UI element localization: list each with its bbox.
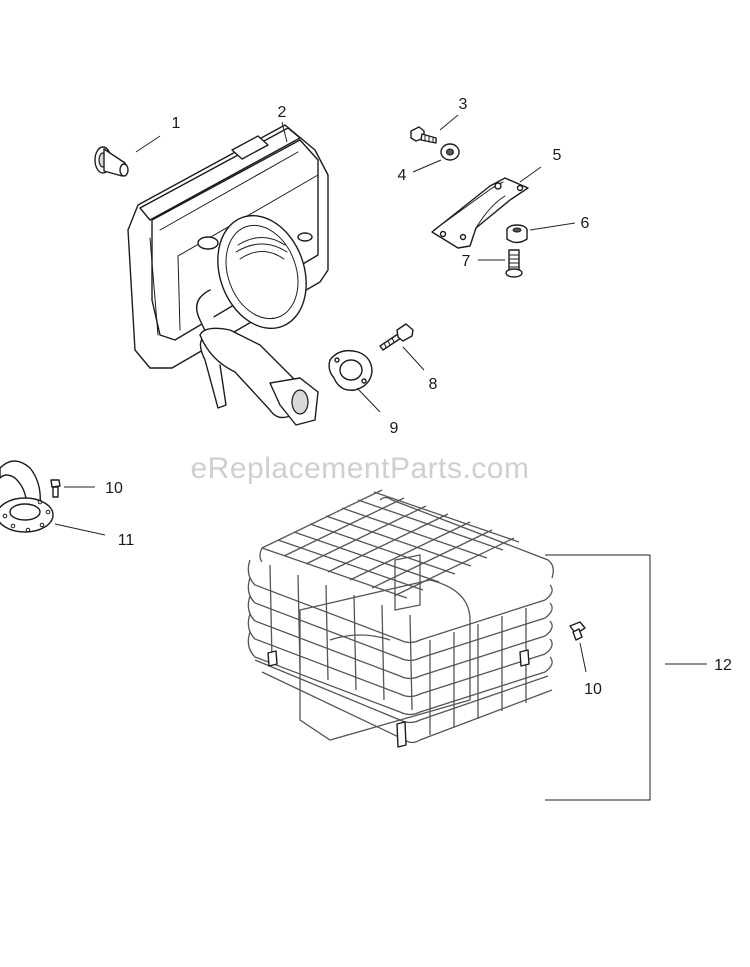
leader-3: [439, 114, 459, 131]
callout-2: 2: [278, 104, 287, 121]
callout-6: 6: [581, 215, 590, 232]
part-4-washer[interactable]: [440, 143, 460, 161]
part-11-exhaust-elbow[interactable]: [0, 460, 54, 533]
leader-10-lower: [579, 642, 587, 673]
leader-2: [281, 121, 288, 143]
callout-5: 5: [553, 147, 562, 164]
part-10-screw-lower[interactable]: [569, 621, 586, 641]
callout-1: 1: [172, 115, 181, 132]
callout-3: 3: [459, 96, 468, 113]
part-7-bolt[interactable]: [505, 249, 523, 278]
part-6-spacer[interactable]: [506, 224, 528, 244]
part-8-screw[interactable]: [379, 323, 414, 351]
callout-10-upper: 10: [105, 480, 123, 497]
part-5-bracket[interactable]: [431, 177, 529, 249]
callout-12: 12: [714, 657, 732, 674]
leader-11: [54, 523, 106, 536]
callout-7: 7: [462, 253, 471, 270]
part-1-tailpipe-tip[interactable]: [94, 146, 129, 177]
callout-11: 11: [118, 532, 135, 549]
callout-9: 9: [390, 420, 399, 437]
callout-8: 8: [429, 376, 438, 393]
leader-4: [412, 159, 442, 173]
leader-9: [356, 387, 381, 413]
callout-10-lower: 10: [584, 681, 602, 698]
part-10-screw-upper[interactable]: [50, 479, 61, 498]
part-12-heat-guard[interactable]: [247, 489, 554, 748]
callout-4: 4: [398, 167, 407, 184]
watermark-text: eReplacementParts.com: [191, 452, 530, 485]
leader-6: [529, 222, 576, 231]
part-9-gasket[interactable]: [328, 349, 373, 391]
leader-5: [519, 166, 542, 183]
part-3-bolt[interactable]: [410, 126, 437, 144]
leader-8: [402, 346, 425, 371]
leader-1: [135, 135, 161, 153]
part-2-muffler[interactable]: [127, 124, 329, 426]
leader-12-bracket: [545, 554, 651, 801]
